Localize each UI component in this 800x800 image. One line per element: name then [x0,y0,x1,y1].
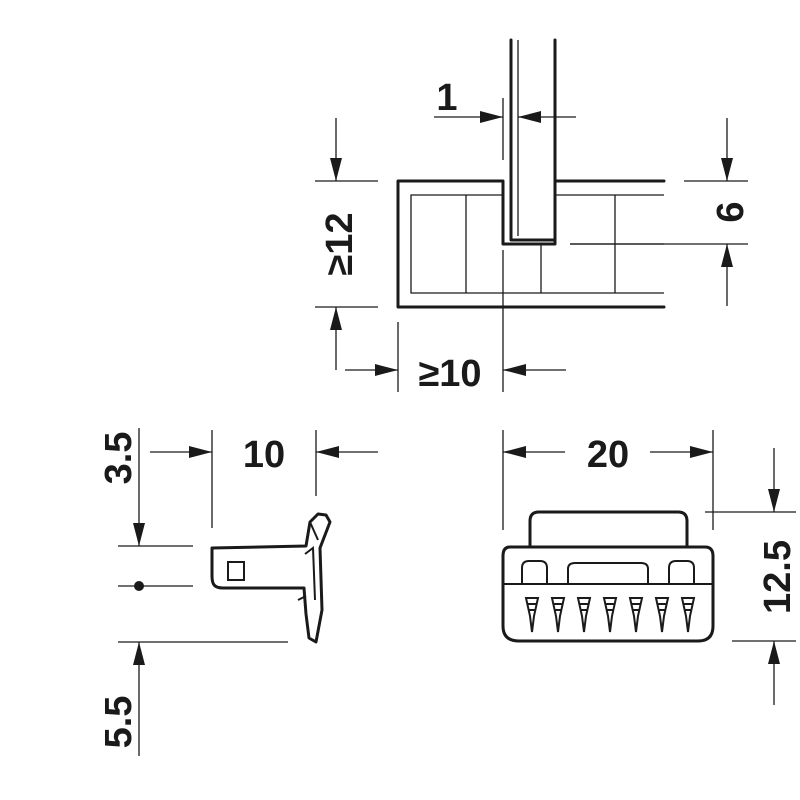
front-slot-center [567,562,649,584]
gripper-tooth [628,597,644,633]
arrow-head [375,364,398,376]
front-view: 20 12.5 [501,430,799,705]
support-front-body [501,545,715,643]
arrow-head [330,158,342,181]
gripper-teeth [524,597,696,633]
gripper-tooth [602,597,618,633]
arrow-head [330,307,342,330]
arrow-head [768,489,780,512]
arrow-head [503,364,526,376]
dim-label-slot-depth: 6 [710,201,752,222]
gripper-tooth [654,597,670,633]
support-tab [297,595,307,601]
gripper-tooth [550,597,566,633]
gripper-tooth [524,597,540,633]
arrow-head [768,641,780,664]
front-slot-right [668,560,695,584]
arrow-head [503,446,526,458]
arrow-head [133,523,145,546]
inserted-shelf [509,38,557,242]
dim-label-side-width: 10 [243,434,285,476]
arrow-head [316,446,339,458]
arrow-head [189,446,212,458]
side-view: 3.5 5.5 10 [98,428,378,756]
top-section-view: 1 6 ≥12 ≥10 [315,38,752,395]
dim-label-side-bottom: 5.5 [98,696,140,749]
front-slot-left [521,560,548,584]
arrow-head [518,111,541,123]
dim-label-min-thickness: ≥12 [319,212,361,275]
dim-label-front-height: 12.5 [757,540,799,614]
dim-label-front-width: 20 [587,434,629,476]
arrow-head [721,244,733,267]
dim-label-side-top: 3.5 [98,432,140,485]
arrow-head [133,642,145,665]
arrow-head [690,446,713,458]
panel-inner-outline [410,194,664,294]
support-clip [304,521,319,601]
arrow-head [721,158,733,181]
support-top-cap [528,510,689,549]
gripper-tooth [680,597,696,633]
dim-label-min-edge: ≥10 [418,353,481,395]
support-notch [227,561,245,581]
gripper-tooth [576,597,592,633]
pin-center-dot [134,581,144,591]
dim-label-slot-gap: 1 [436,77,457,119]
arrow-head [480,111,503,123]
support-profile [210,512,332,644]
